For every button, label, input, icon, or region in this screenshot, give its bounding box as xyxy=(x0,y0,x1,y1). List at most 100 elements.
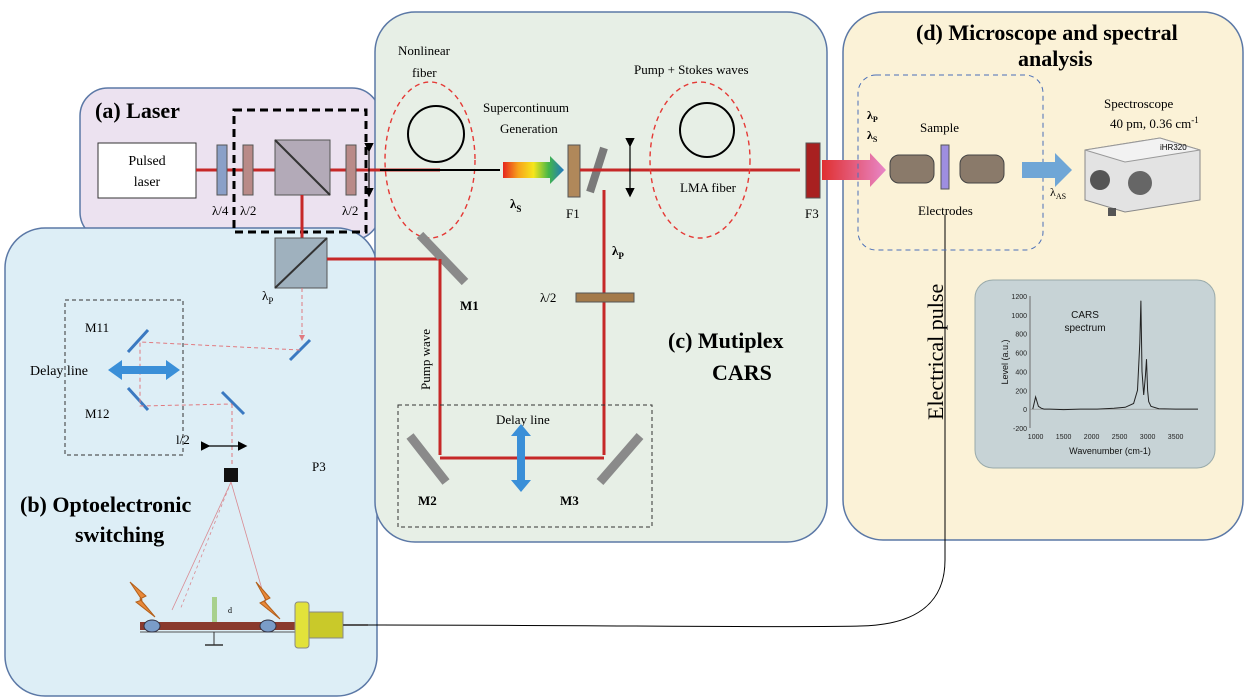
chart-y-tick-label: 1200 xyxy=(1011,294,1027,301)
chart-x-tick-label: 1000 xyxy=(1028,434,1044,441)
cars-lambda-p-label: λP xyxy=(612,243,624,261)
mirror-m11 xyxy=(126,328,150,354)
chart-y-tick-label: 600 xyxy=(1015,351,1027,358)
microscope-title-1: (d) Microscope and spectral xyxy=(916,20,1178,45)
delay-line-box-cars xyxy=(397,404,653,528)
opto-half-wave-label: l/2 xyxy=(176,432,190,447)
m2-label: M2 xyxy=(418,493,437,508)
spectroscope-device: iHR320 xyxy=(1084,137,1201,216)
nonlinear-fiber-region xyxy=(384,81,476,239)
electrical-cable xyxy=(367,215,946,628)
filter-f3 xyxy=(805,142,821,199)
chart-x-tick-label: 2500 xyxy=(1112,434,1128,441)
spectroscope-label: Spectroscope xyxy=(1104,96,1174,111)
half-wave-label-2: λ/2 xyxy=(342,203,358,218)
objective-right xyxy=(959,154,1005,184)
opto-title-1: (b) Optoelectronic xyxy=(20,492,192,517)
chart-x-tick-label: 3500 xyxy=(1168,434,1184,441)
f1-label: F1 xyxy=(566,206,580,221)
half-wave-label-1: λ/2 xyxy=(240,203,256,218)
cars-delay-line-label: Delay line xyxy=(496,412,550,427)
pump-wave-label: Pump wave xyxy=(418,329,433,390)
cars-title-1: (c) Mutiplex xyxy=(668,328,783,353)
mirror-m12 xyxy=(126,386,150,412)
electrical-pulse-label: Electrical pulse xyxy=(923,284,948,420)
electrode-right xyxy=(259,619,277,633)
filter-f1 xyxy=(567,144,581,198)
chart-xlabel: Wavenumber (cm-1) xyxy=(1069,446,1151,456)
chart-x-tick-label: 2000 xyxy=(1084,434,1100,441)
opto-title-2: switching xyxy=(75,522,164,547)
anti-stokes-arrow xyxy=(1022,153,1072,187)
f3-label: F3 xyxy=(805,206,819,221)
delay-line-arrow-cars xyxy=(511,424,531,492)
lightning-left-icon xyxy=(129,581,156,618)
chart-y-tick-label: -200 xyxy=(1013,426,1027,433)
chart-title-line-2: spectrum xyxy=(1064,323,1105,334)
m3-label: M3 xyxy=(560,493,579,508)
dashed-box-laser xyxy=(232,108,368,234)
opto-delay-line-label: Delay line xyxy=(30,364,88,379)
photoswitch-lens xyxy=(224,468,238,482)
chart-y-tick-label: 1000 xyxy=(1011,313,1027,320)
mirror-m1 xyxy=(416,231,469,286)
objective-left xyxy=(889,154,935,184)
electrode-left xyxy=(143,619,161,633)
cars-title-2: CARS xyxy=(712,360,772,385)
pump-stokes-label: Pump + Stokes waves xyxy=(634,62,749,77)
device-brand: iHR320 xyxy=(1160,143,1187,152)
d-label: d xyxy=(228,606,232,615)
sample-label: Sample xyxy=(920,120,959,135)
m12-label: M12 xyxy=(85,406,110,421)
chart-y-tick-label: 0 xyxy=(1023,407,1027,414)
half-waveplate-2 xyxy=(345,144,357,196)
mirror-p2 xyxy=(220,390,246,416)
laser-title: (a) Laser xyxy=(95,98,180,123)
mic-lambda-s: λS xyxy=(867,128,878,144)
sample-bar xyxy=(212,597,217,622)
chart-y-tick-label: 800 xyxy=(1015,332,1027,339)
supercontinuum-label-1: Supercontinuum xyxy=(483,100,569,115)
cars-half-wave-label: λ/2 xyxy=(540,290,556,305)
chart-x-tick-label: 3000 xyxy=(1140,434,1156,441)
lma-fiber-region xyxy=(649,81,751,239)
chart-y-tick-label: 200 xyxy=(1015,388,1027,395)
supercontinuum-arrow xyxy=(503,156,564,184)
lightning-right-icon xyxy=(255,581,281,620)
panel-cars xyxy=(374,11,828,543)
sample-slide xyxy=(940,144,950,190)
p3-label: P3 xyxy=(312,459,326,474)
delay-line-arrow-opto xyxy=(108,360,180,380)
sma-connector xyxy=(294,601,310,649)
sma-body xyxy=(308,611,344,639)
pulsed-laser-label-2: laser xyxy=(134,175,161,190)
chart-ylabel: Level (a.u.) xyxy=(1000,339,1010,384)
nonlinear-fiber-coil xyxy=(407,105,465,163)
chart-panel xyxy=(974,279,1216,469)
opto-lambda-p: λP xyxy=(262,288,273,306)
nonlinear-fiber-label-2: fiber xyxy=(412,65,437,80)
mirror-m2 xyxy=(406,433,450,485)
nonlinear-fiber-label-1: Nonlinear xyxy=(398,43,451,58)
cube-diagonal xyxy=(274,139,331,196)
chart-title-line-1: CARS xyxy=(1071,310,1099,321)
pump-stokes-arrow xyxy=(822,153,886,187)
electrodes-label: Electrodes xyxy=(918,203,973,218)
quarter-waveplate xyxy=(216,144,228,196)
chart-x-tick-label: 1500 xyxy=(1056,434,1072,441)
supercontinuum-label-2: Generation xyxy=(500,121,558,136)
cars-half-waveplate xyxy=(575,292,635,303)
m11-label: M11 xyxy=(85,320,109,335)
m1-label: M1 xyxy=(460,298,479,313)
lma-fiber-coil xyxy=(679,102,735,158)
pulsed-laser-label-1: Pulsed xyxy=(128,154,165,169)
quarter-wave-label: λ/4 xyxy=(212,203,229,218)
lma-fiber-label: LMA fiber xyxy=(680,180,737,195)
spectroscope-resolution: 40 pm, 0.36 cm-1 xyxy=(1110,115,1199,131)
lambda-s-label: λS xyxy=(510,196,521,214)
lambda-as-label: λAS xyxy=(1050,185,1066,201)
switch-stripline xyxy=(140,622,300,630)
microscope-title-2: analysis xyxy=(1018,46,1093,71)
